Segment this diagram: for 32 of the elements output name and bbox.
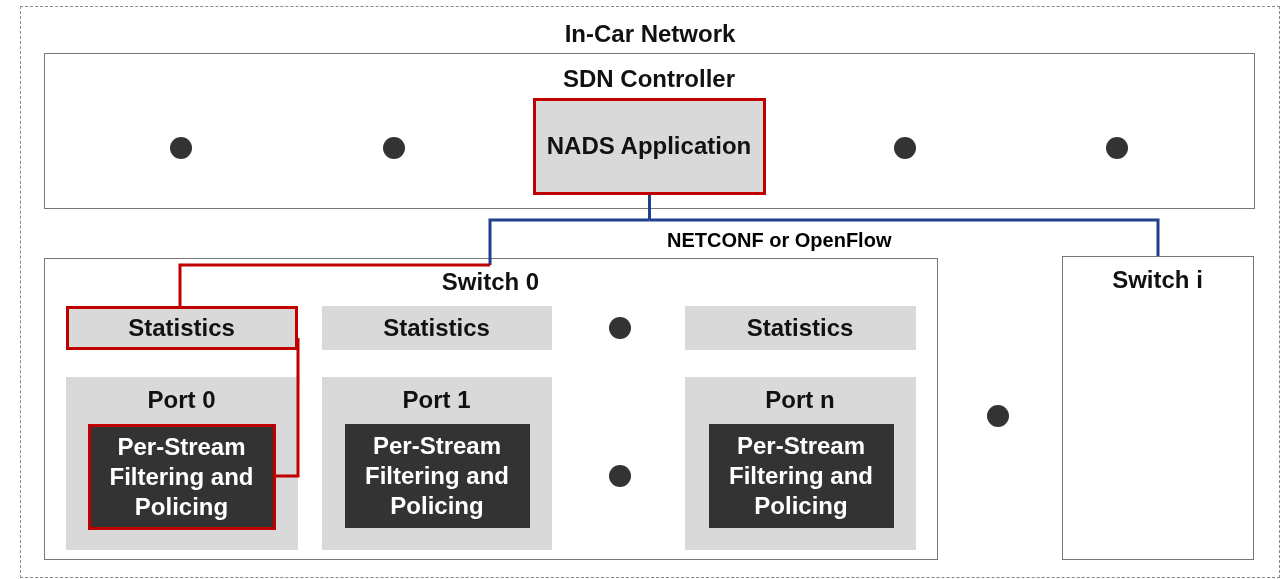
connector-line bbox=[649, 218, 1160, 256]
label-text: Statistics bbox=[382, 312, 491, 343]
heading: SDN Controller bbox=[562, 63, 736, 94]
filter-box bbox=[87, 423, 276, 530]
heading: Port 1 bbox=[401, 384, 472, 415]
label-text: Statistics bbox=[745, 312, 855, 343]
statistics-box bbox=[321, 305, 552, 350]
application-box bbox=[532, 97, 766, 195]
heading: In-Car Network bbox=[563, 19, 737, 49]
label-text: Per-Stream Filtering and Policing bbox=[364, 430, 510, 521]
network-boundary bbox=[20, 6, 1280, 578]
heading: Port 0 bbox=[146, 384, 217, 415]
connector-line bbox=[276, 338, 300, 478]
heading: Port n bbox=[764, 384, 836, 415]
switch-panel bbox=[1061, 255, 1254, 560]
switch-panel bbox=[43, 257, 938, 560]
connector-line bbox=[178, 218, 650, 306]
connector-line bbox=[648, 195, 651, 220]
label-text: NADS Application bbox=[545, 131, 753, 161]
label-text: Per-Stream Filtering and Policing bbox=[728, 430, 874, 521]
port-box bbox=[321, 376, 552, 550]
label-text: Statistics bbox=[127, 312, 236, 343]
label-text: Per-Stream Filtering and Policing bbox=[108, 431, 255, 522]
controller-panel bbox=[43, 52, 1255, 209]
statistics-box bbox=[684, 305, 916, 350]
port-box bbox=[684, 376, 916, 550]
port-box bbox=[65, 376, 298, 550]
heading: Switch 0 bbox=[440, 266, 541, 297]
statistics-box bbox=[65, 305, 298, 350]
filter-box bbox=[708, 423, 894, 528]
filter-box bbox=[344, 423, 530, 528]
heading: Switch i bbox=[1111, 264, 1204, 295]
